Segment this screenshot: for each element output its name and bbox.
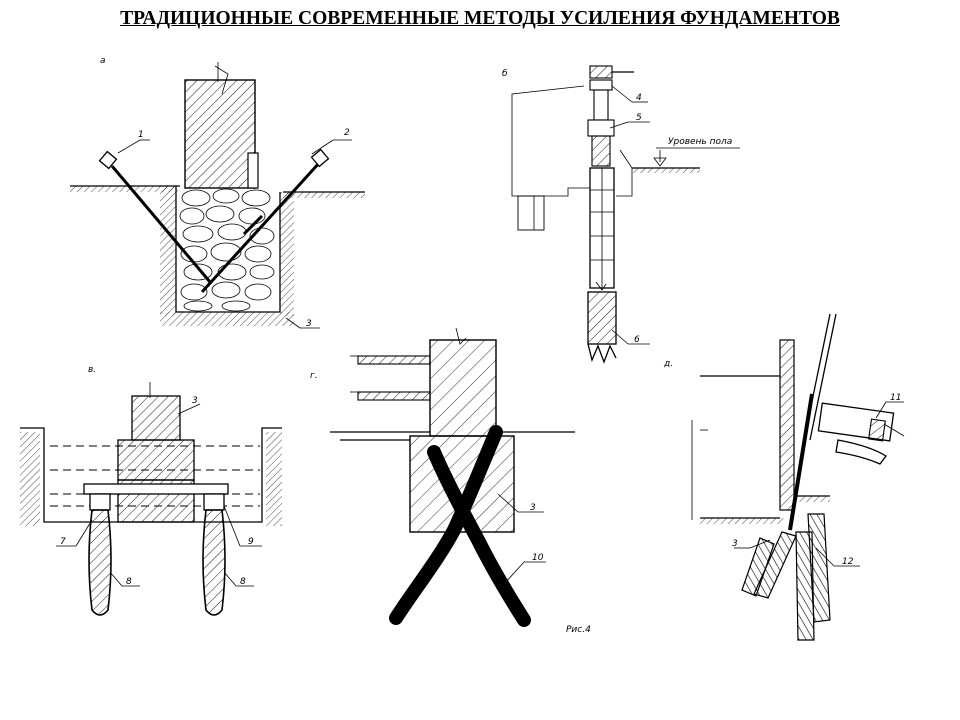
callout-9: 9 bbox=[248, 537, 254, 547]
callout-5: 5 bbox=[636, 113, 642, 123]
figure-caption: Рис.4 bbox=[566, 625, 591, 635]
callout-7: 7 bbox=[60, 537, 66, 547]
wall-g bbox=[429, 339, 497, 437]
callout-3: 3 bbox=[732, 539, 738, 549]
callout-8: 8 bbox=[126, 577, 132, 587]
wall-v bbox=[131, 395, 181, 441]
panel-g-letter: г. bbox=[310, 371, 318, 381]
page-title: ТРАДИЦИОННЫЕ СОВРЕМЕННЫЕ МЕТОДЫ УСИЛЕНИЯ… bbox=[120, 8, 840, 29]
injector-head-icon bbox=[98, 150, 118, 170]
panel-a-letter: а bbox=[100, 56, 106, 66]
panel-d: д. 11 3 12 bbox=[663, 313, 905, 641]
screw-pile-12 bbox=[795, 531, 815, 641]
callout-4: 4 bbox=[636, 93, 642, 103]
rubble-stones bbox=[179, 188, 275, 312]
floor-level-label: Уровень пола bbox=[668, 137, 732, 147]
panel-b: б Уровень пола 4 5 bbox=[502, 65, 740, 364]
panel-v: в. 3 7 8 8 9 bbox=[20, 365, 282, 616]
callout-3: 3 bbox=[306, 319, 312, 329]
wall-a bbox=[184, 79, 256, 189]
drill-rod bbox=[788, 393, 814, 531]
callout-10: 10 bbox=[532, 553, 544, 563]
pile-left bbox=[88, 509, 112, 616]
root-pile-right bbox=[427, 445, 531, 627]
panel-d-letter: д. bbox=[663, 359, 673, 369]
pile-right bbox=[202, 509, 226, 616]
callout-11: 11 bbox=[890, 393, 901, 403]
callout-6: 6 bbox=[634, 335, 640, 345]
panel-g: г. 3 10 Рис.4 bbox=[310, 327, 591, 635]
callout-3: 3 bbox=[530, 503, 536, 513]
panel-v-letter: в. bbox=[88, 365, 96, 375]
callout-12: 12 bbox=[842, 557, 854, 567]
callout-3: 3 bbox=[192, 396, 198, 406]
root-pile-left bbox=[389, 425, 503, 625]
panel-b-letter: б bbox=[502, 69, 508, 79]
injector-head-icon bbox=[310, 148, 330, 168]
callout-2: 2 bbox=[344, 128, 350, 138]
callout-1: 1 bbox=[138, 130, 144, 140]
panel-a: а bbox=[70, 56, 365, 329]
callout-8: 8 bbox=[240, 577, 246, 587]
